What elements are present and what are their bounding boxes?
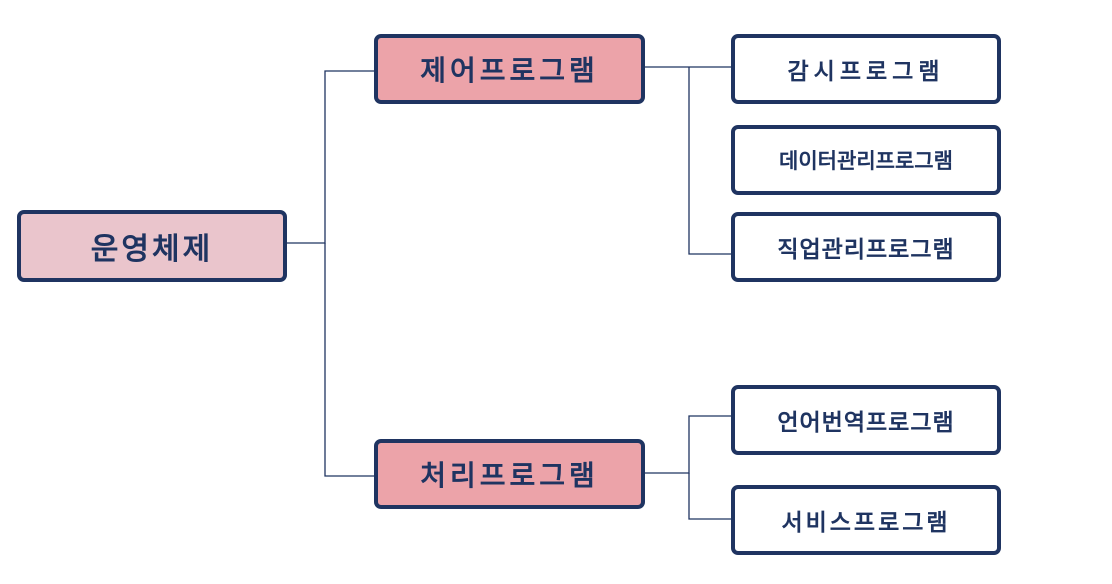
connector-root-to-control xyxy=(287,70,374,244)
leaf-node-label: 감시프로그램 xyxy=(787,59,945,85)
leaf-node-monitor-program: 감시프로그램 xyxy=(731,34,1001,104)
connector-control-to-job-mgmt xyxy=(688,159,731,255)
leaf-node-data-management-program: 데이터관리프로그램 xyxy=(731,125,1001,195)
leaf-node-label: 데이터관리프로그램 xyxy=(779,149,953,173)
branch-node-control-program: 제어프로그램 xyxy=(374,34,645,104)
leaf-node-job-management-program: 직업관리프로그램 xyxy=(731,212,1001,282)
connector-processing-to-translator xyxy=(645,415,731,474)
connector-processing-to-service xyxy=(688,473,731,520)
leaf-node-label: 서비스프로그램 xyxy=(781,510,951,536)
leaf-node-language-translator-program: 언어번역프로그램 xyxy=(731,385,1001,455)
root-node-label: 운영체제 xyxy=(90,232,214,267)
leaf-node-service-program: 서비스프로그램 xyxy=(731,485,1001,555)
connector-root-to-processing xyxy=(324,243,374,477)
leaf-node-label: 언어번역프로그램 xyxy=(777,410,955,436)
branch-node-label: 처리프로그램 xyxy=(420,459,599,492)
leaf-node-label: 직업관리프로그램 xyxy=(777,237,955,263)
branch-node-label: 제어프로그램 xyxy=(420,54,599,87)
branch-node-processing-program: 처리프로그램 xyxy=(374,439,645,509)
root-node-operating-system: 운영체제 xyxy=(17,210,287,282)
